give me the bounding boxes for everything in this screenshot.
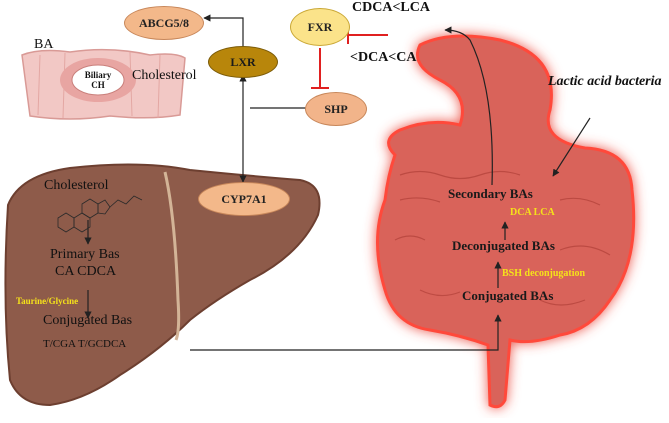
bsh-deconjugation-label: BSH deconjugation (502, 268, 586, 279)
cholesterol-structure (57, 195, 143, 233)
gut-conjugated-bas-label: Conjugated BAs (462, 288, 554, 303)
lxr-node: LXR (208, 46, 278, 78)
shp-node: SHP (305, 92, 367, 126)
dca-ca-label: <DCA<CA (350, 50, 417, 65)
cdca-lca-label: CDCA<LCA (352, 0, 430, 15)
cyp7a1-node: CYP7A1 (198, 182, 290, 216)
fxr-node: FXR (290, 8, 350, 46)
liver-cholesterol-label: Cholesterol (44, 178, 109, 193)
biliary-ch-label: Biliary CH (84, 70, 112, 90)
cyp7a1-label: CYP7A1 (221, 191, 267, 206)
gut-shape (376, 34, 636, 409)
abcg58-node: ABCG5/8 (124, 6, 204, 40)
arrows (84, 14, 591, 351)
liver-shape (4, 163, 321, 407)
taurine-glycine-label: Taurine/Glycine (16, 296, 79, 306)
dca-lca-label: DCA LCA (510, 207, 555, 218)
primary-bas-label: Primary Bas (50, 247, 120, 262)
enterocyte-panel (21, 48, 186, 120)
secondary-bas-label: Secondary BAs (448, 186, 533, 201)
shp-label: SHP (324, 101, 348, 116)
ca-cdca-label: CA CDCA (55, 264, 117, 279)
ba-label: BA (34, 37, 54, 52)
tcga-tgcdca-label: T/CGA T/GCDCA (43, 338, 127, 350)
liver-conjugated-bas-label: Conjugated Bas (43, 313, 133, 328)
deconjugated-bas-label: Deconjugated BAs (452, 238, 555, 253)
lxr-label: LXR (230, 54, 256, 69)
fxr-label: FXR (307, 19, 333, 34)
abcg58-label: ABCG5/8 (138, 15, 189, 30)
lactic-acid-bacteria-label: Lactic acid bacteria (548, 74, 662, 89)
gut-folds (394, 170, 611, 306)
enterocyte-cholesterol-label: Cholesterol (132, 68, 197, 83)
